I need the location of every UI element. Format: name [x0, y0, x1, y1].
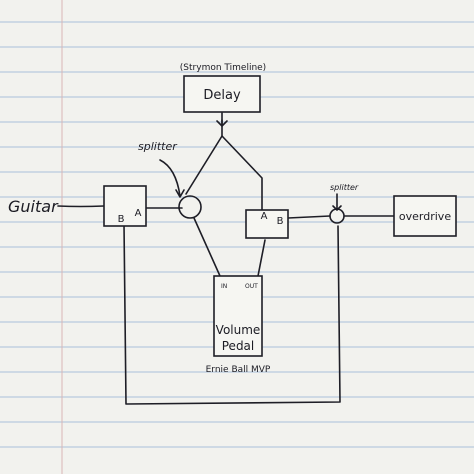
wire-splitter-to-delay: [185, 135, 263, 213]
delay-caption: (Strymon Timeline): [180, 63, 266, 73]
volume-pedal-node: IN OUT Volume Pedal Ernie Ball MVP: [206, 275, 271, 375]
splitter-left-label: splitter: [138, 140, 178, 153]
ab-box-2: A B: [245, 209, 289, 239]
splitter-right-arrow: [332, 193, 342, 211]
ab-box-2-port-a: A: [261, 211, 268, 222]
volume-port-out: OUT: [245, 283, 258, 290]
volume-caption: Ernie Ball MVP: [206, 365, 271, 375]
wire-guitar-to-abox1: [57, 205, 105, 208]
overdrive-node: overdrive: [393, 195, 457, 237]
delay-label: Delay: [203, 88, 241, 103]
splitter-left-circle: [178, 195, 202, 219]
wire-volume-out-to-abox2: [257, 239, 266, 277]
ab-box-2-body: [245, 209, 289, 239]
volume-label-line2: Pedal: [222, 339, 255, 353]
ab-box-1: A B: [103, 185, 147, 227]
volume-port-in: IN: [221, 283, 227, 290]
wire-splitter-to-volume-in: [193, 217, 221, 277]
splitter-right: splitter: [329, 183, 359, 224]
ab-box-1-port-b: B: [118, 214, 125, 225]
guitar-label: Guitar: [8, 197, 59, 216]
splitter-right-circle: [329, 208, 345, 224]
overdrive-label: overdrive: [399, 210, 451, 223]
delay-node: (Strymon Timeline) Delay: [180, 63, 266, 127]
splitter-left: splitter: [138, 140, 202, 219]
ab-box-1-body: [103, 185, 147, 227]
ab-box-2-port-b: B: [277, 216, 284, 227]
wires: [57, 119, 395, 405]
delay-box: [183, 75, 261, 113]
volume-pedal-box: [213, 275, 263, 357]
overdrive-box: [393, 195, 457, 237]
delay-arrow: [216, 112, 228, 127]
ab-box-1-port-a: A: [135, 208, 142, 219]
wire-return-loop: [123, 223, 341, 405]
splitter-right-label: splitter: [330, 183, 359, 192]
volume-label-line1: Volume: [216, 323, 261, 337]
splitter-left-arrow: [159, 159, 185, 198]
wire-abox2-to-splitter-right: [287, 215, 331, 219]
